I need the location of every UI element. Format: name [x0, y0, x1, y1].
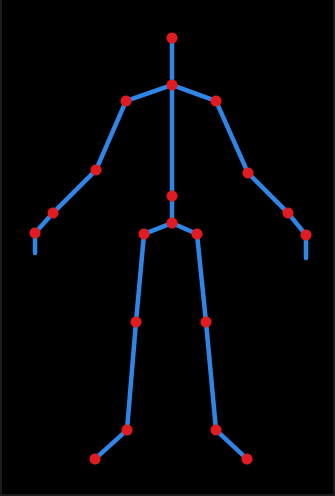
joint-wrist-right — [283, 208, 294, 219]
bone-knee-right-to-ankle-right — [206, 322, 216, 430]
joint-shoulder-right — [211, 96, 222, 107]
bone-hip-left-to-knee-left — [136, 234, 144, 322]
joint-hip-left — [139, 229, 150, 240]
bones-layer — [35, 38, 306, 459]
joint-elbow-right — [243, 168, 254, 179]
joint-shoulder-left — [121, 96, 132, 107]
joint-ankle-right — [211, 425, 222, 436]
joint-ankle-left — [122, 425, 133, 436]
joint-spine-mid — [167, 191, 178, 202]
joint-foot-left — [90, 454, 101, 465]
bone-ankle-left-to-foot-left — [95, 430, 127, 459]
bone-knee-left-to-ankle-left — [127, 322, 136, 430]
joint-elbow-left — [91, 165, 102, 176]
joint-knee-right — [201, 317, 212, 328]
joint-hand-left — [30, 228, 41, 239]
bone-ankle-right-to-foot-right — [216, 430, 247, 459]
joint-spine-base — [167, 218, 178, 229]
bone-hip-right-to-knee-right — [197, 234, 206, 322]
joint-head — [167, 33, 178, 44]
joint-hip-right — [192, 229, 203, 240]
bone-shoulder-left-to-elbow-left — [96, 101, 126, 170]
joint-hand-right — [301, 230, 312, 241]
bone-shoulder-right-to-elbow-right — [216, 101, 248, 173]
bone-neck-to-shoulder-right — [172, 85, 216, 101]
bone-elbow-left-to-wrist-left — [53, 170, 96, 213]
joint-neck — [167, 80, 178, 91]
bone-elbow-right-to-wrist-right — [248, 173, 288, 213]
joint-wrist-left — [48, 208, 59, 219]
joint-knee-left — [131, 317, 142, 328]
bone-neck-to-shoulder-left — [126, 85, 172, 101]
joint-foot-right — [242, 454, 253, 465]
